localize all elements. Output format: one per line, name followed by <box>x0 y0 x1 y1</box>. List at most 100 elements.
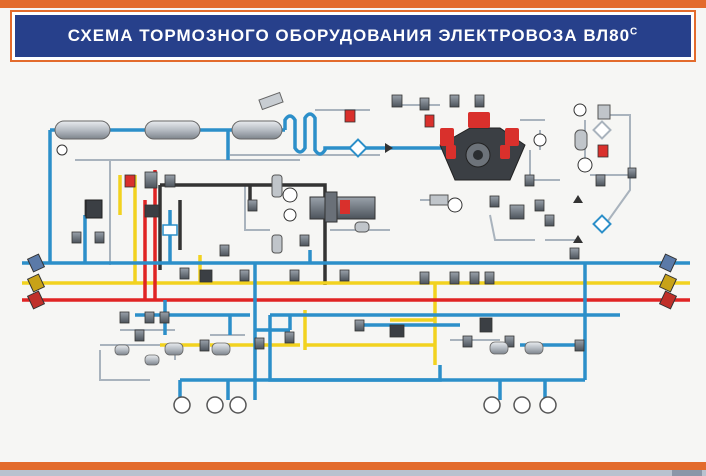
valve-icon <box>144 171 158 189</box>
valve-icon <box>534 199 545 212</box>
brake-schematic <box>22 91 690 414</box>
pressure-gauge-icon <box>533 133 547 147</box>
poster-title: СХЕМА ТОРМОЗНОГО ОБОРУДОВАНИЯ ЭЛЕКТРОВОЗ… <box>68 26 639 46</box>
valve-icon <box>199 269 213 283</box>
valve-icon <box>419 271 430 285</box>
valve-icon <box>544 214 555 227</box>
title-bar: СХЕМА ТОРМОЗНОГО ОБОРУДОВАНИЯ ЭЛЕКТРОВОЗ… <box>10 10 696 62</box>
wheels <box>173 396 557 414</box>
valve-icon <box>144 311 155 324</box>
hose-couplings <box>26 253 678 310</box>
valve-icon <box>389 324 405 338</box>
valves <box>348 120 612 243</box>
valve-icon <box>597 144 609 158</box>
valve-icon <box>344 109 356 123</box>
valve-clusters <box>71 94 637 352</box>
check-valve-icon <box>573 235 583 243</box>
valve-icon <box>391 94 403 108</box>
valve-icon <box>354 319 365 332</box>
valve-icon <box>219 244 230 257</box>
brake-cylinders <box>114 341 544 366</box>
main-reservoir-icon <box>54 120 111 140</box>
hose-coupling-icon <box>658 273 678 293</box>
valve-icon <box>592 214 612 234</box>
wheel-icon <box>206 396 224 414</box>
wheel-icon <box>229 396 247 414</box>
brake-cylinder-icon <box>144 354 160 366</box>
valve-icon <box>449 271 460 285</box>
hose-coupling-icon <box>26 290 46 310</box>
hose-coupling-icon <box>26 273 46 293</box>
safety-valve-icon <box>258 91 284 111</box>
valve-icon <box>254 337 265 350</box>
check-valve-icon <box>573 195 583 203</box>
hose-coupling-icon <box>26 253 46 273</box>
hose-coupling-icon <box>658 253 678 273</box>
pressure-gauge-icon <box>56 144 68 156</box>
valve-icon <box>339 269 350 282</box>
filter-icon <box>597 104 611 120</box>
valve-icon <box>504 335 515 348</box>
reservoir-small-icon <box>354 221 370 233</box>
wheel-icon <box>539 396 557 414</box>
frame-bottom-stripe <box>0 462 706 470</box>
pressure-gauge-icon <box>282 187 298 203</box>
controller-icon <box>85 199 103 219</box>
poster-title-main: СХЕМА ТОРМОЗНОГО ОБОРУДОВАНИЯ ЭЛЕКТРОВОЗ… <box>67 26 631 45</box>
valve-icon <box>247 199 258 212</box>
hose-coupling-icon <box>658 290 678 310</box>
valve-icon <box>119 311 130 324</box>
brake-cylinder-icon <box>524 341 544 355</box>
pressure-gauge-icon <box>573 103 587 117</box>
valve-icon <box>284 331 295 344</box>
valve-icon <box>94 231 105 244</box>
valve-icon <box>592 120 612 140</box>
valve-icon <box>424 114 435 128</box>
compressor-icon <box>439 112 526 181</box>
cylinder-icon <box>271 234 283 254</box>
main-reservoir-icon <box>231 120 283 140</box>
valve-icon <box>574 339 585 352</box>
reservoir-small-icon <box>574 129 588 151</box>
valve-icon <box>469 271 480 285</box>
valve-icon <box>289 269 300 282</box>
misc-instruments <box>85 104 611 236</box>
main-reservoir-icon <box>144 120 201 140</box>
wheel-icon <box>483 396 501 414</box>
valve-icon <box>474 94 485 108</box>
brake-line <box>22 170 690 302</box>
check-valve-icon <box>385 143 393 153</box>
valve-icon <box>627 167 637 179</box>
valve-icon <box>462 335 473 348</box>
valve-icon <box>569 247 580 260</box>
valve-icon <box>484 271 495 285</box>
valve-icon <box>449 94 460 108</box>
brake-cylinder-icon <box>489 341 509 355</box>
valve-icon <box>509 204 525 220</box>
brake-valve-block <box>56 103 593 254</box>
valve-icon <box>164 174 176 188</box>
valve-icon <box>489 195 500 208</box>
valve-icon <box>299 234 310 247</box>
valve-icon <box>124 174 136 188</box>
poster-title-superscript: С <box>630 26 639 38</box>
valve-icon <box>134 329 145 342</box>
frame-bottom-band <box>0 470 706 476</box>
corner-tab <box>672 470 702 476</box>
pressure-gauge-icon <box>283 208 297 222</box>
valve-icon <box>595 174 606 187</box>
valve-icon <box>524 174 535 187</box>
air-dryer-icon <box>429 194 449 206</box>
valve-icon <box>239 269 250 282</box>
valve-icon <box>479 317 493 333</box>
valve-icon <box>71 231 82 244</box>
frame-top-stripe <box>0 0 706 8</box>
valve-icon <box>199 339 210 352</box>
pressure-gauge-icon <box>447 197 463 213</box>
wheel-icon <box>513 396 531 414</box>
pressure-gauge-icon <box>577 157 593 173</box>
valve-icon <box>179 267 190 280</box>
wheel-icon <box>173 396 191 414</box>
valve-icon <box>348 138 368 158</box>
